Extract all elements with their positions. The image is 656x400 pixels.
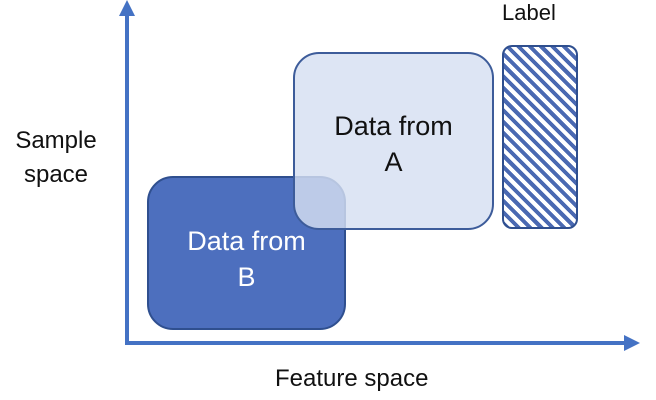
data-from-a-text: Data from A (334, 108, 453, 180)
x-axis-arrowhead (624, 335, 640, 351)
data-from-b-line1: Data from (187, 226, 306, 256)
legend-label: Label (502, 0, 556, 25)
x-axis-label: Feature space (275, 365, 429, 392)
data-from-b-line2: B (237, 262, 256, 292)
data-from-a-box: Data from A (293, 52, 494, 230)
data-from-b-text: Data from B (187, 223, 306, 295)
y-axis-label: Sample space (8, 124, 104, 192)
data-from-a-line1: Data from (334, 111, 453, 141)
data-from-a-line2: A (384, 147, 403, 177)
label-hatched-bar (502, 45, 578, 229)
y-axis-label-line1: Sample (15, 127, 97, 154)
y-axis-label-line2: space (23, 161, 89, 188)
y-axis-arrowhead (119, 0, 135, 16)
